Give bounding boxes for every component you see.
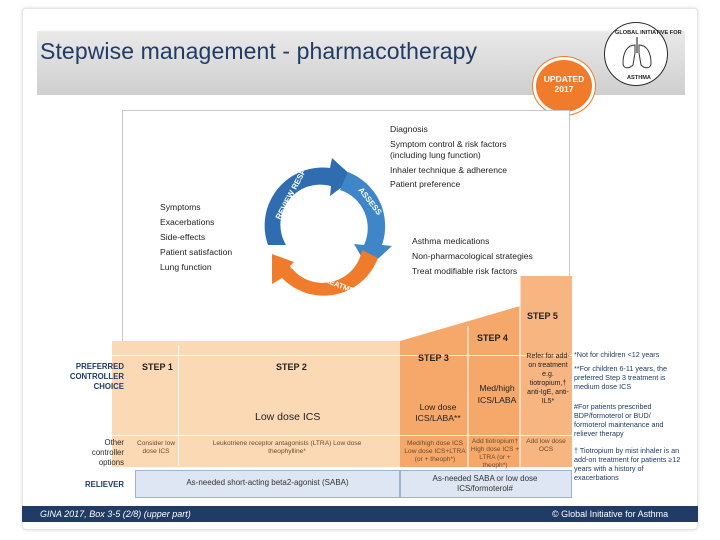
footnote: #For patients prescribed BDP/formoterol … [574, 402, 664, 438]
label-line: controller [91, 448, 124, 457]
badge-line2: 2017 [554, 84, 574, 94]
step-3-title: STEP 3 [418, 353, 449, 363]
review-item: Exacerbations [160, 217, 215, 227]
gina-logo: GLOBAL INITIATIVE FOR ASTHMA [604, 22, 682, 86]
step-5-preferred: Refer for add-on treatment e.g. tiotropi… [526, 353, 570, 405]
divider [112, 435, 572, 436]
assess-item: Diagnosis [390, 124, 428, 134]
lungs-icon [622, 37, 652, 69]
label-line: CHOICE [93, 382, 124, 391]
logo-text-bottom: ASTHMA [627, 75, 651, 81]
adjust-arrow [272, 250, 378, 296]
label-line: Other [104, 438, 125, 447]
footer-bar [22, 506, 698, 522]
footnote: **For children 6-11 years, the preferred… [574, 364, 667, 391]
reliever-label: RELIEVER [85, 480, 124, 489]
divider [112, 355, 572, 356]
step-2-title: STEP 2 [276, 362, 307, 372]
step-4-preferred: Med/high ICS/LABA [477, 383, 517, 405]
page-title: Stepwise management - pharmacotherapy [40, 38, 478, 64]
divider [178, 345, 179, 465]
badge-line1: UPDATED [543, 74, 585, 84]
adjust-item: Treat modifiable risk factors [412, 266, 518, 276]
step-3-preferred: Low dose ICS/LABA** [415, 402, 461, 423]
other-label: Other controller options [40, 438, 124, 468]
step-4-other: Add tiotropium† High dose ICS + LTRA (or… [470, 438, 520, 469]
review-label: REVIEW RESPONSE [274, 150, 319, 221]
reliever-box-right [400, 470, 572, 498]
footer-source: GINA 2017, Box 3-5 (2/8) (upper part) [40, 509, 191, 519]
review-item: Symptoms [160, 202, 201, 212]
steps-ramp [400, 276, 572, 467]
label-line: CONTROLLER [69, 372, 124, 381]
label-line: PREFERRED [75, 362, 124, 371]
step-3-4-block [400, 306, 520, 467]
review-item: Side-effects [160, 232, 206, 242]
reliever-left-text: As-needed short-acting beta2-agonist (SA… [186, 478, 349, 487]
step-1-title: STEP 1 [142, 362, 173, 372]
assess-arrow [340, 172, 392, 268]
assess-item: Patient preference [390, 179, 461, 189]
label-line: options [98, 458, 124, 467]
cycle-arrows: REVIEW RESPONSE ASSESS ADJUST TREATMENT [264, 150, 392, 299]
assess-item: Symptom control & risk factors [390, 139, 507, 149]
review-arrow [264, 158, 354, 245]
review-item: Lung function [160, 262, 212, 272]
step-2-other: Leukotriene receptor antagonists (LTRA) … [212, 440, 362, 455]
footer-copyright: © Global Initiative for Asthma [552, 509, 669, 519]
adjust-item: Asthma medications [412, 236, 490, 246]
step-1-other: Consider low dose ICS [136, 440, 176, 455]
step-5-title: STEP 5 [527, 311, 558, 321]
assess-item: Inhaler technique & adherence [390, 165, 508, 175]
step-5-other: Add low dose OCS [526, 438, 566, 453]
footnote: † Tiotropium by mist inhaler is an add-o… [574, 446, 681, 482]
review-item: Patient satisfaction [160, 247, 233, 257]
logo-text-top: GLOBAL INITIATIVE FOR [615, 30, 682, 36]
updated-badge: UPDATED 2017 [536, 60, 592, 112]
assess-item: (including lung function) [390, 150, 481, 160]
footnote: *Not for children <12 years [574, 350, 660, 359]
step-2-preferred: Low dose ICS [255, 411, 321, 423]
step-4-title: STEP 4 [477, 333, 508, 343]
preferred-label: PREFERRED CONTROLLER CHOICE [40, 362, 124, 392]
reliever-right-text: As-needed SABA or low dose ICS/formotero… [432, 474, 538, 493]
step-3-other: Med/high dose ICS Low dose ICS+LTRA (or … [404, 440, 466, 463]
adjust-item: Non-pharmacological strategies [412, 251, 533, 261]
reliever-box-left [135, 470, 400, 498]
